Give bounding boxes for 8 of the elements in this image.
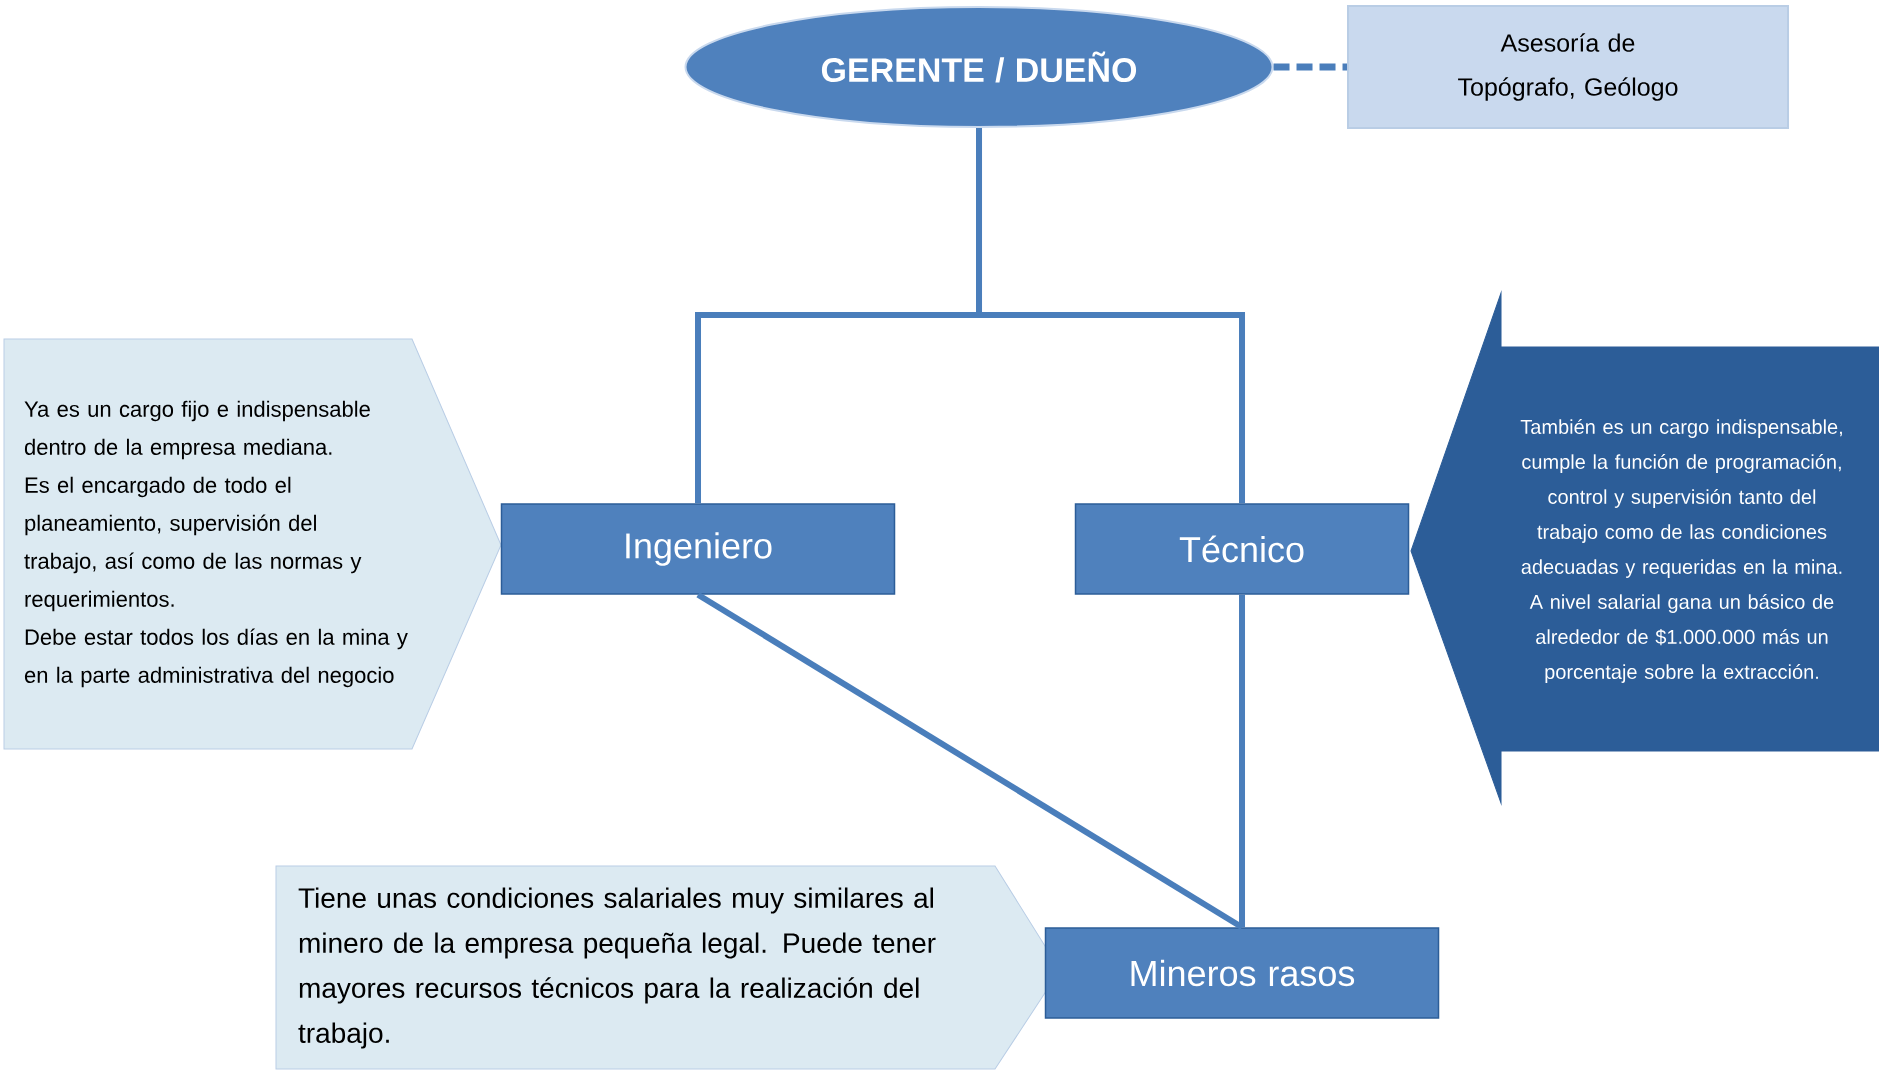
role-box: Mineros rasos <box>1044 927 1440 1019</box>
advisor-box: Asesoría de Topógrafo, Geólogo <box>1347 5 1789 129</box>
role-box: Técnico <box>1074 503 1410 595</box>
connector-line <box>976 128 1245 504</box>
connector-line <box>696 592 1244 930</box>
oval-box: GERENTE / DUEÑO <box>684 6 1274 128</box>
connector-line <box>1239 594 1245 928</box>
role-box: Ingeniero <box>500 503 896 595</box>
